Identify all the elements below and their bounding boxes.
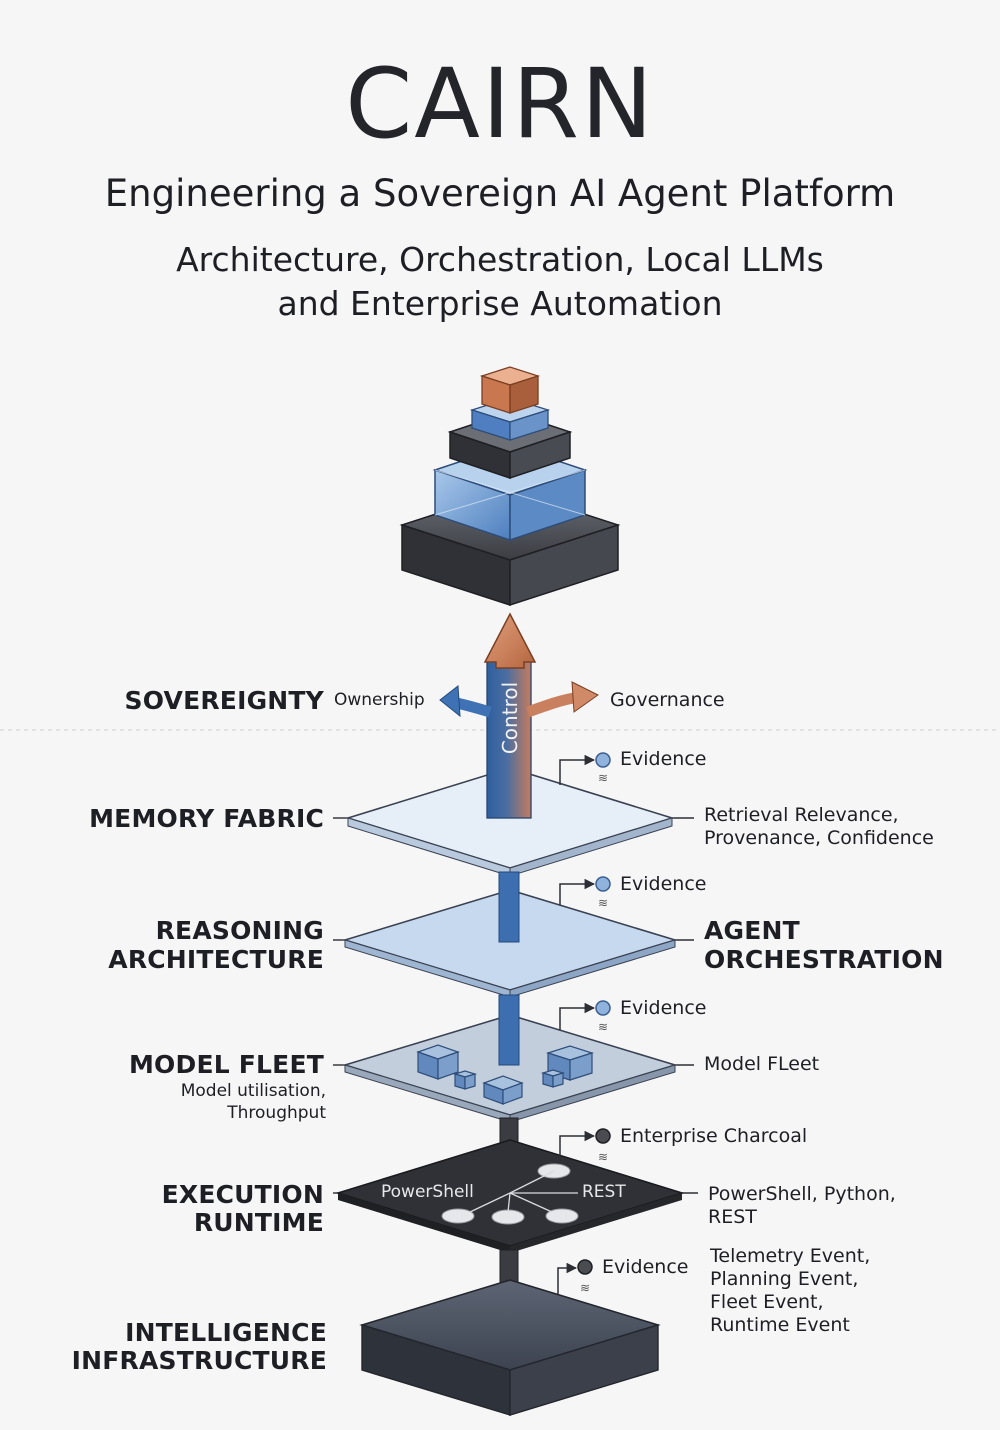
label-execution-line2: RUNTIME <box>193 1208 324 1237</box>
memory-metric-line2: Provenance, Confidence <box>704 827 934 849</box>
svg-text:≋: ≋ <box>598 771 608 785</box>
evidence-marker-memory: ≋ <box>559 752 611 785</box>
label-agent-line2: ORCHESTRATION <box>704 945 944 974</box>
control-label: Control <box>498 681 522 755</box>
evidence-marker-infra: ≋ <box>557 1259 593 1295</box>
control-shaft <box>439 612 599 819</box>
model-fleet-right: Model FLeet <box>704 1053 820 1075</box>
infra-event-1: Telemetry Event, <box>710 1245 871 1267</box>
infra-event-3: Fleet Event, <box>710 1291 824 1313</box>
svg-text:≋: ≋ <box>598 1150 608 1164</box>
label-memory-fabric: MEMORY FABRIC <box>89 804 324 833</box>
label-model-fleet: MODEL FLEET <box>128 1050 324 1079</box>
page-subtitle-line2: Architecture, Orchestration, Local LLMs <box>176 240 824 279</box>
label-reasoning-line1: REASONING <box>155 916 324 945</box>
model-fleet-sub-line2: Throughput <box>227 1103 326 1123</box>
label-infra-line1: INTELLIGENCE <box>125 1318 327 1347</box>
svg-text:≋: ≋ <box>580 1281 590 1295</box>
execution-tools-line1: PowerShell, Python, <box>708 1183 896 1205</box>
infra-event-2: Planning Event, <box>710 1268 859 1290</box>
label-governance: Governance <box>610 689 725 711</box>
label-agent-line1: AGENT <box>704 916 800 945</box>
page-subtitle-line3: and Enterprise Automation <box>277 284 723 323</box>
infrastructure-block <box>359 1279 661 1416</box>
label-ownership: Ownership <box>334 690 425 710</box>
plate-powershell-label: PowerShell <box>381 1182 474 1202</box>
evidence-marker-reasoning: ≋ <box>559 876 611 910</box>
label-sovereignty: SOVEREIGNTY <box>124 686 324 715</box>
evidence-execution: Enterprise Charcoal <box>620 1125 808 1147</box>
evidence-memory: Evidence <box>620 748 707 770</box>
evidence-fleet: Evidence <box>620 997 707 1019</box>
plate-rest-label: REST <box>582 1182 626 1202</box>
evidence-reasoning: Evidence <box>620 873 707 895</box>
label-execution-line1: EXECUTION <box>161 1180 324 1209</box>
execution-plate <box>335 1139 685 1253</box>
shaft-memory-reasoning <box>498 871 520 943</box>
label-infra-line2: INFRASTRUCTURE <box>71 1346 327 1375</box>
svg-text:≋: ≋ <box>598 1020 608 1034</box>
evidence-marker-fleet: ≋ <box>559 1000 611 1034</box>
execution-tools-line2: REST <box>708 1206 757 1228</box>
svg-text:≋: ≋ <box>598 896 608 910</box>
infra-event-4: Runtime Event <box>710 1314 850 1336</box>
shaft-reasoning-fleet <box>498 994 520 1066</box>
page-subtitle: Engineering a Sovereign AI Agent Platfor… <box>104 172 896 215</box>
model-fleet-sub-line1: Model utilisation, <box>180 1081 326 1101</box>
cairn-stack <box>399 366 621 607</box>
page-title: CAIRN <box>345 48 655 160</box>
memory-metric-line1: Retrieval Relevance, <box>704 804 899 826</box>
model-fleet-cubes <box>416 1044 594 1105</box>
evidence-marker-execution: ≋ <box>559 1128 611 1164</box>
evidence-infra: Evidence <box>602 1256 689 1278</box>
label-reasoning-line2: ARCHITECTURE <box>108 945 324 974</box>
